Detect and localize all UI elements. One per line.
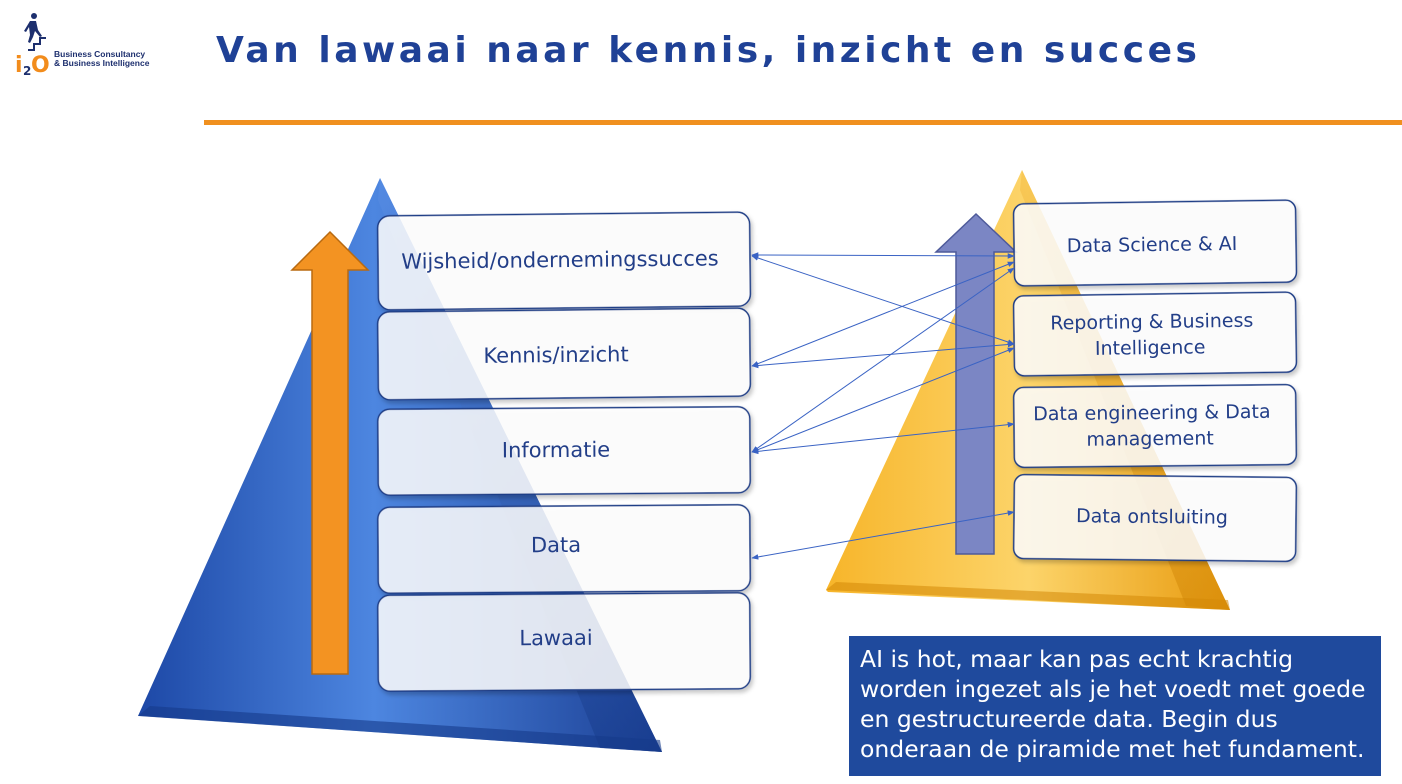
- connector-informatie-dataengineering: [751, 421, 1015, 455]
- right-level-boxes: Data Science & AI Reporting & Business I…: [1012, 199, 1298, 563]
- logo-line-1: Business Consultancy: [54, 49, 146, 59]
- right-level-label: management: [1086, 427, 1214, 450]
- svg-text:2: 2: [23, 64, 31, 76]
- logo-text: Business Consultancy & Business Intellig…: [54, 50, 149, 68]
- left-pyramid-base: [138, 706, 662, 752]
- left-level-lawaai: Lawaai: [377, 592, 752, 692]
- left-level-label: Lawaai: [519, 626, 592, 651]
- svg-text:O: O: [31, 53, 50, 76]
- right-level-label: Data Science & AI: [1067, 233, 1238, 257]
- right-level-data-engineering: Data engineering & Data management: [1012, 383, 1298, 469]
- right-level-label: Data engineering & Data: [1033, 401, 1271, 425]
- right-level-label: Intelligence: [1095, 336, 1206, 360]
- company-logo: i 2 O Business Consultancy & Business In…: [14, 12, 174, 76]
- left-level-boxes: Wijsheid/ondernemingssucces Kennis/inzic…: [376, 211, 752, 692]
- left-level-wijsheid: Wijsheid/ondernemingssucces: [376, 211, 752, 311]
- right-level-data-science: Data Science & AI: [1012, 199, 1298, 287]
- left-level-kennis: Kennis/inzicht: [376, 307, 752, 401]
- right-pyramid-base: [826, 582, 1230, 610]
- ai-note-callout: AI is hot, maar kan pas echt krachtig wo…: [849, 636, 1381, 776]
- connector-arrows: [751, 252, 1015, 560]
- page-title: Van lawaai naar kennis, inzicht en succe…: [216, 30, 1201, 71]
- right-level-label: Reporting & Business: [1050, 310, 1253, 335]
- left-level-label: Kennis/inzicht: [483, 342, 628, 368]
- right-level-reporting: Reporting & Business Intelligence: [1012, 291, 1298, 377]
- left-level-label: Informatie: [502, 438, 610, 463]
- logo-line-2: & Business Intelligence: [54, 58, 150, 68]
- left-up-arrow-icon: [290, 230, 370, 675]
- left-level-label: Data: [531, 533, 581, 557]
- svg-text:i: i: [15, 53, 23, 76]
- right-level-data-ontsluiting: Data ontsluiting: [1012, 473, 1298, 563]
- left-level-informatie: Informatie: [377, 406, 751, 496]
- right-level-label: Data ontsluiting: [1076, 505, 1228, 529]
- left-level-data: Data: [377, 504, 751, 594]
- title-divider: [204, 120, 1402, 125]
- connector-data-ontsluiting: [751, 510, 1015, 560]
- climber-logo-icon: i 2 O: [15, 13, 50, 76]
- left-level-label: Wijsheid/ondernemingssucces: [401, 246, 719, 273]
